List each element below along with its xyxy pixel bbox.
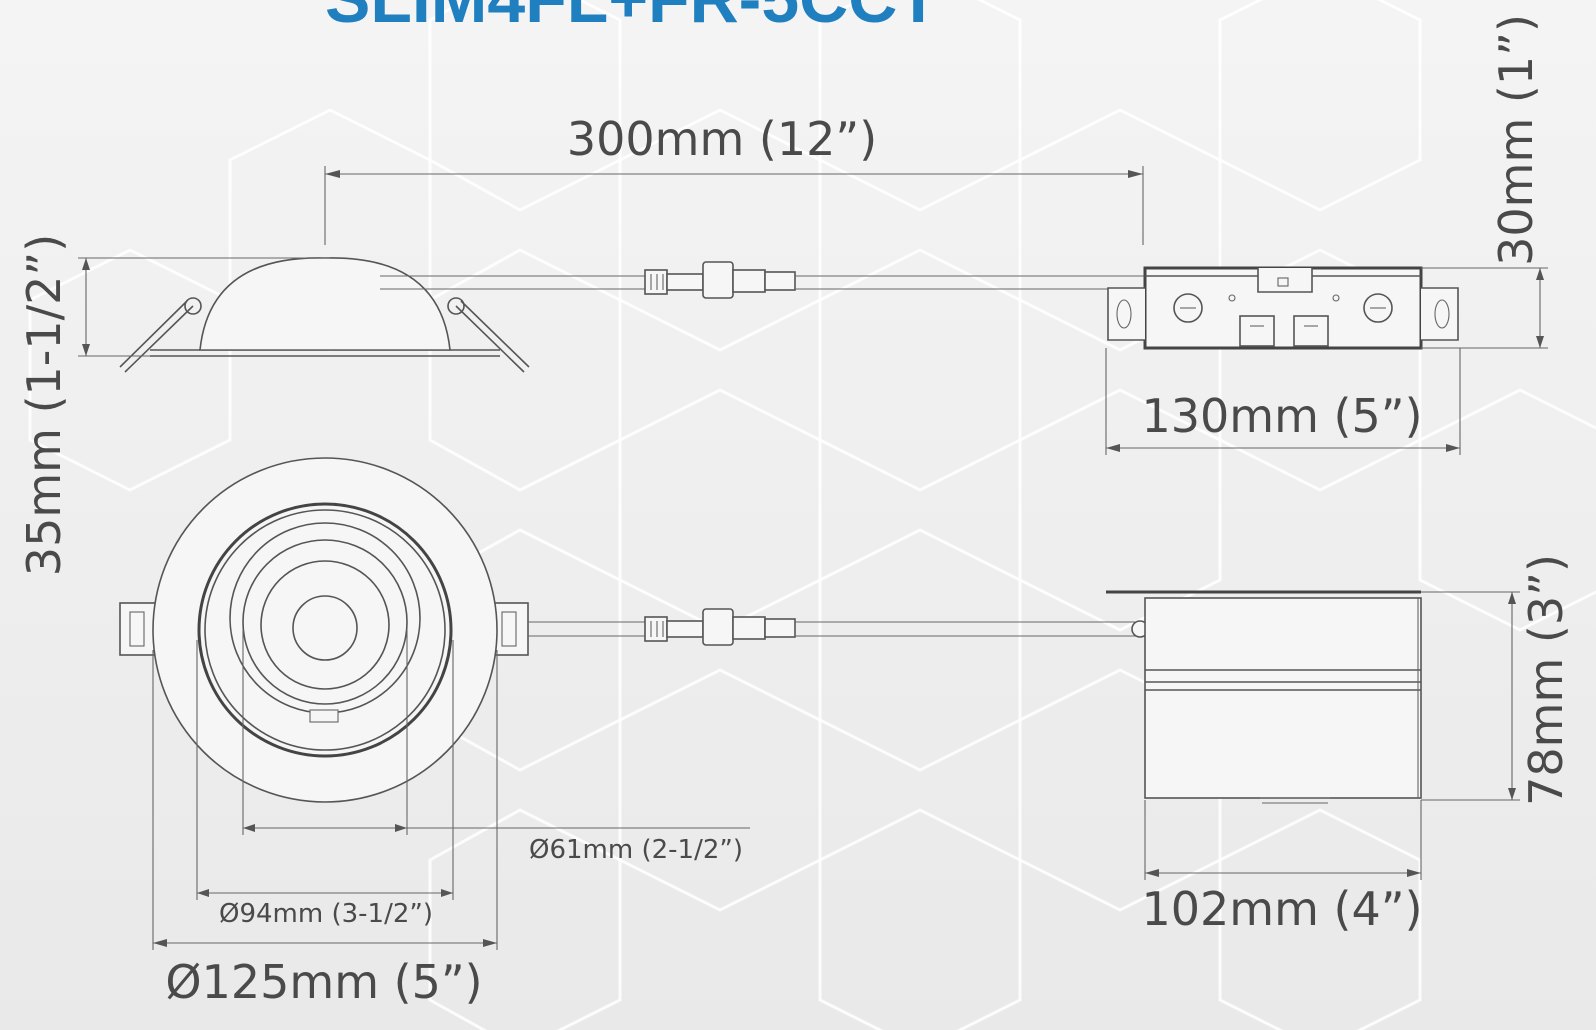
- dimension-box-height-top: 78mm (3”): [1421, 554, 1573, 806]
- dimension-label-box-height-top: 78mm (3”): [1519, 554, 1573, 806]
- dimension-label-inner-diameter: Ø61mm (2-1/2”): [529, 835, 743, 865]
- dimension-box-height-side: 30mm (1”): [1421, 14, 1548, 349]
- dimension-box-width-top: 102mm (4”): [1141, 800, 1423, 936]
- dimension-label-mid-diameter: Ø94mm (3-1/2”): [219, 899, 433, 929]
- front-view-light: [119, 457, 645, 803]
- dimension-label-box-width-top: 102mm (4”): [1141, 882, 1422, 936]
- dimension-inner-diameter: Ø61mm (2-1/2”): [242, 630, 750, 865]
- side-view-light: [119, 257, 645, 373]
- dimension-box-width-side: 130mm (5”): [1105, 348, 1461, 455]
- dimension-label-outer-diameter: Ø125mm (5”): [165, 955, 482, 1009]
- dimension-outer-diameter: Ø125mm (5”): [152, 650, 498, 1009]
- side-view-connector: [644, 261, 1145, 299]
- product-title: SLIM4FL+FR-5CCT: [325, 0, 939, 37]
- dimension-cable-length: 300mm (12”): [324, 112, 1144, 245]
- dimension-label-cable-length: 300mm (12”): [567, 112, 877, 166]
- dimension-mid-diameter: Ø94mm (3-1/2”): [196, 640, 454, 929]
- dimension-label-light-height: 35mm (1-1/2”): [17, 234, 71, 576]
- side-view-junction-box: [1107, 266, 1459, 350]
- hexagon-background-pattern: [28, 0, 1596, 1030]
- dimension-label-box-width-side: 130mm (5”): [1141, 389, 1422, 443]
- front-view-junction-box: [1106, 590, 1422, 804]
- dimension-light-height: 35mm (1-1/2”): [17, 234, 330, 576]
- dimension-label-box-height-side: 30mm (1”): [1489, 14, 1543, 266]
- front-view-connector: [644, 608, 1149, 646]
